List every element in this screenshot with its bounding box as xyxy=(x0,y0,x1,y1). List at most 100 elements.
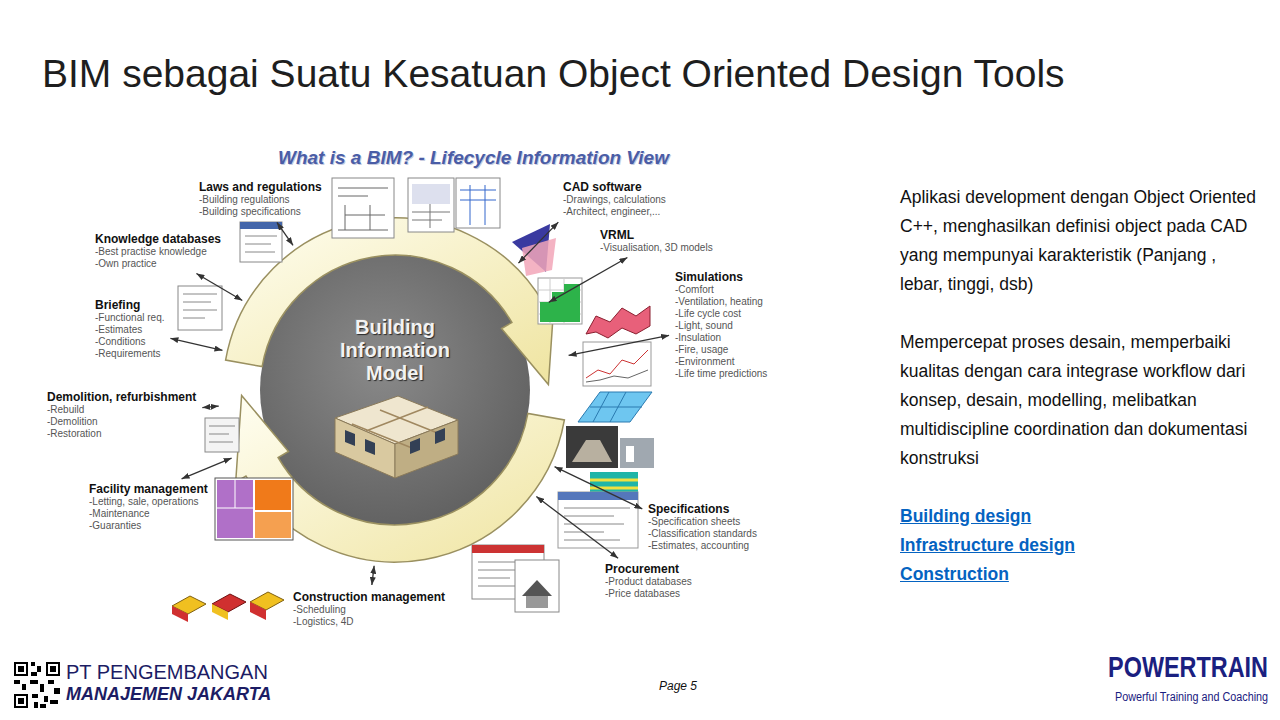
qr-code xyxy=(14,694,28,708)
description-text: Mempercepat proses desain, memperbaiki k… xyxy=(900,328,1262,473)
qr-code xyxy=(40,684,44,692)
item-detail: -Demolition xyxy=(47,416,196,428)
procurement-thumbnails xyxy=(472,545,559,612)
item-detail: -Visualisation, 3D models xyxy=(600,242,713,254)
procurement-thumbnails xyxy=(526,596,548,608)
item-heading: Specifications xyxy=(648,502,757,516)
procurement-thumbnails xyxy=(515,560,559,612)
house-model xyxy=(335,418,395,478)
qr-code xyxy=(50,700,58,704)
demolition-thumbnail xyxy=(205,418,239,452)
item-heading: Demolition, refurbishment xyxy=(47,390,196,404)
cycle-arrows xyxy=(226,218,555,385)
lifecycle-arrow xyxy=(277,222,293,245)
lifecycle-item: Knowledge databases-Best practise knowle… xyxy=(92,230,224,272)
company-name: MANAJEMEN JAKARTA xyxy=(66,683,271,705)
item-detail: -Life time predictions xyxy=(675,368,767,380)
item-detail: -Ventilation, heating xyxy=(675,296,767,308)
qr-code xyxy=(31,672,37,676)
knowledge-thumbnail xyxy=(240,222,282,262)
simulation-thumbnails xyxy=(578,392,652,422)
item-detail: -Conditions xyxy=(95,336,164,348)
item-heading: Procurement xyxy=(605,562,692,576)
qr-code xyxy=(14,680,20,684)
item-heading: CAD software xyxy=(563,180,666,194)
qr-code xyxy=(44,696,48,702)
item-detail: -Classification standards xyxy=(648,528,757,540)
simulation-thumbnails xyxy=(566,342,654,498)
simulation-thumbnails xyxy=(566,426,618,468)
specification-thumbnail xyxy=(564,508,630,540)
procurement-thumbnails xyxy=(472,545,544,553)
lifecycle-arrow xyxy=(555,467,643,509)
knowledge-thumbnail xyxy=(240,222,282,262)
item-heading: Briefing xyxy=(95,298,164,312)
qr-code xyxy=(16,696,26,706)
lifecycle-arrow xyxy=(536,497,618,559)
item-detail: -Drawings, calculations xyxy=(563,194,666,206)
vrml-thumbnail xyxy=(540,284,580,322)
qr-code xyxy=(54,688,60,694)
hyperlink: Infrastructure design xyxy=(900,531,1262,560)
qr-code xyxy=(14,662,60,708)
vrml-thumbnail xyxy=(586,306,650,338)
simulation-thumbnails xyxy=(626,446,634,462)
item-detail: -Requirements xyxy=(95,348,164,360)
cad-thumbnail xyxy=(408,178,500,232)
item-detail: -Restoration xyxy=(47,428,196,440)
lifecycle-item: Briefing-Functional req.-Estimates-Condi… xyxy=(92,296,167,362)
hyperlink: Construction xyxy=(900,560,1262,589)
laws-thumbnail xyxy=(332,178,394,238)
laws-thumbnail xyxy=(332,178,394,238)
item-detail: -Product databases xyxy=(605,576,692,588)
qr-code xyxy=(30,680,38,684)
house-model xyxy=(435,428,445,444)
center-title: Building Information Model xyxy=(320,316,470,385)
lifecycle-item: VRML-Visualisation, 3D models xyxy=(597,226,716,256)
item-heading: Laws and regulations xyxy=(199,180,322,194)
simulation-thumbnails xyxy=(590,392,642,422)
qr-code xyxy=(37,666,41,672)
item-detail: -Architect, engineer,... xyxy=(563,206,666,218)
lifecycle-item: Facility management-Letting, sale, opera… xyxy=(86,480,211,534)
lifecycle-arrow xyxy=(170,338,222,350)
item-detail: -Specification sheets xyxy=(648,516,757,528)
house-model xyxy=(345,430,355,446)
facility-floor-plan xyxy=(217,480,253,538)
cad-thumbnail xyxy=(408,178,454,232)
vrml-thumbnail xyxy=(522,238,556,276)
lifecycle-item: Laws and regulations-Building regulation… xyxy=(196,178,325,220)
item-heading: Simulations xyxy=(675,270,767,284)
item-detail: -Life cycle cost xyxy=(675,308,767,320)
item-detail: -Light, sound xyxy=(675,320,767,332)
lifecycle-arrow xyxy=(549,257,628,302)
qr-code xyxy=(50,666,56,672)
item-detail: -Estimates xyxy=(95,324,164,336)
item-detail: -Logistics, 4D xyxy=(293,616,445,628)
construction-thumbnails xyxy=(172,606,188,622)
lifecycle-arrow xyxy=(196,274,242,301)
brand-logo: POWERTRAIN xyxy=(1108,649,1268,685)
brand-tagline: Powerful Training and Coaching xyxy=(1115,690,1268,704)
qr-code xyxy=(34,702,38,708)
construction-thumbnails xyxy=(212,604,228,620)
lifecycle-arrow xyxy=(372,566,374,585)
qr-code xyxy=(46,662,60,676)
item-detail: -Letting, sale, operations xyxy=(89,496,208,508)
model-disk xyxy=(260,255,530,525)
item-detail: -Own practice xyxy=(95,258,221,270)
model-disk xyxy=(260,255,530,525)
demolition-thumbnail xyxy=(205,418,239,452)
item-detail: -Insulation xyxy=(675,332,767,344)
briefing-thumbnail xyxy=(178,286,222,330)
demolition-thumbnail xyxy=(209,426,235,442)
item-detail: -Building specifications xyxy=(199,206,322,218)
lifecycle-item: Demolition, refurbishment-Rebuild-Demoli… xyxy=(44,388,199,442)
lifecycle-arrow xyxy=(182,458,232,479)
qr-code xyxy=(31,662,35,666)
cad-thumbnail xyxy=(460,185,496,225)
qr-code xyxy=(16,664,26,674)
item-detail: -Estimates, accounting xyxy=(648,540,757,552)
